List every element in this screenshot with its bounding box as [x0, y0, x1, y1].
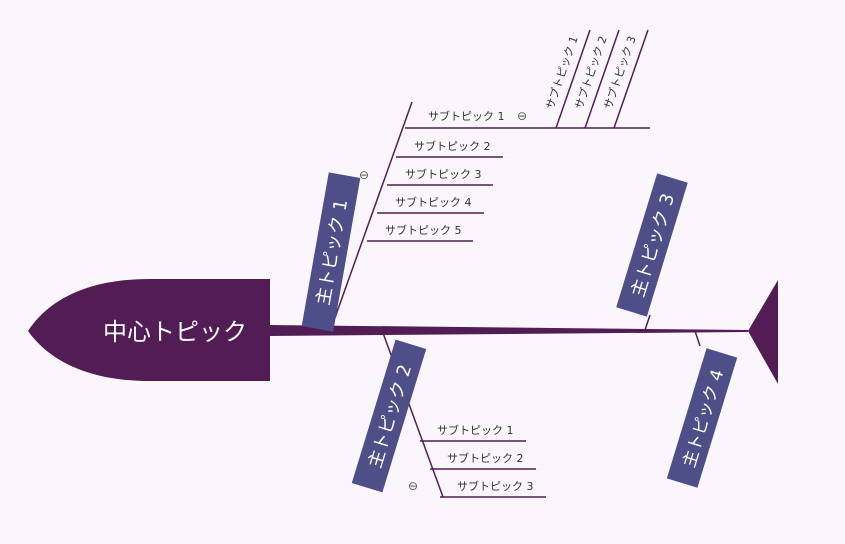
subsubtopic-3-line: [613, 29, 649, 129]
subtopic-2-1-label: サブトピック 1: [437, 423, 514, 437]
main-topic-1-collapse-icon[interactable]: ⊖: [359, 168, 369, 182]
fish-tail: [748, 280, 778, 384]
subtopic-1-4-label: サブトピック 4: [395, 195, 472, 209]
subtopic-2-3-label: サブトピック 3: [457, 479, 534, 493]
subtopic-1-5-label: サブトピック 5: [385, 223, 462, 237]
subsubtopic-2-line: [584, 29, 620, 129]
subtopic-1-3-label: サブトピック 3: [405, 167, 482, 181]
fish-spine: [268, 325, 748, 336]
central-topic-label: 中心トピック: [103, 318, 247, 346]
main-topic-1-bone: [331, 101, 413, 327]
main-topic-4-bone: [694, 330, 701, 347]
main-topic-2-collapse-icon[interactable]: ⊖: [408, 479, 418, 493]
subsubtopic-1-line: [555, 29, 591, 129]
subtopic-1-2-label: サブトピック 2: [414, 139, 491, 153]
subtopic-2-2-label: サブトピック 2: [447, 451, 524, 465]
main-topic-3-bone: [644, 314, 651, 331]
subtopic-1-1-collapse-icon[interactable]: ⊖: [517, 109, 527, 123]
fish-head[interactable]: [28, 279, 270, 381]
subtopic-1-1-label: サブトピック 1: [428, 109, 505, 123]
